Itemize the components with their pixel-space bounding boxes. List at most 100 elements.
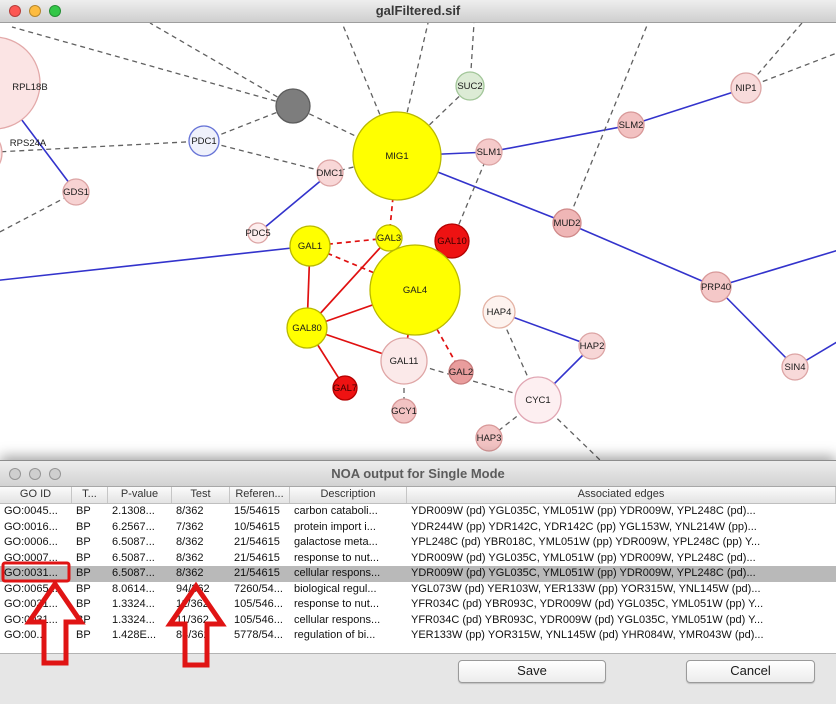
graph-node-dmc1[interactable]: DMC1 <box>316 159 344 187</box>
graph-edge[interactable] <box>414 289 462 373</box>
graph-node-gal10[interactable]: GAL10 <box>434 223 470 259</box>
table-cell: 1.3324... <box>112 598 155 610</box>
graph-node-gal11[interactable]: GAL11 <box>380 337 428 385</box>
graph-edge[interactable] <box>715 286 796 368</box>
graph-node-hap4[interactable]: HAP4 <box>482 295 516 329</box>
graph-edge[interactable] <box>11 26 294 107</box>
table-cell: 2.1308... <box>112 505 155 517</box>
graph-edge[interactable] <box>396 85 471 157</box>
table-cell: 8/362 <box>176 505 204 517</box>
graph-edge[interactable] <box>149 23 294 107</box>
graph-edge[interactable] <box>257 172 331 234</box>
table-cell: BP <box>76 551 91 564</box>
table-cell: YDR009W (pd) YGL035C, YML051W (pp) YDR00… <box>411 505 756 517</box>
zoom-button[interactable] <box>49 5 61 17</box>
graph-node-mud2[interactable]: MUD2 <box>552 208 582 238</box>
graph-edge[interactable] <box>292 105 398 157</box>
column-header[interactable]: Referen... <box>230 487 290 503</box>
column-header[interactable]: Test <box>172 487 230 503</box>
table-cell: biological regul... <box>294 582 377 595</box>
save-button[interactable]: Save <box>458 660 606 683</box>
graph-node-gal7[interactable]: GAL7 <box>332 375 358 401</box>
graph-node-gal1[interactable]: GAL1 <box>289 225 331 267</box>
noa-dialog-titlebar[interactable]: NOA output for Single Mode <box>0 461 836 487</box>
graph-node-pdc5[interactable]: PDC5 <box>245 222 271 244</box>
svg-text:SLM2: SLM2 <box>619 120 644 131</box>
graph-edge[interactable] <box>0 245 311 281</box>
column-header[interactable]: P-value <box>108 487 172 503</box>
graph-edge[interactable] <box>203 105 294 142</box>
svg-text:SUC2: SUC2 <box>457 81 482 92</box>
close-button[interactable] <box>9 5 21 17</box>
graph-edge[interactable] <box>341 23 398 157</box>
graph-edge[interactable] <box>203 140 331 174</box>
table-cell: GO:0007... <box>4 551 58 564</box>
graph-node-cyc1[interactable]: CYC1 <box>514 376 562 424</box>
table-cell: response to nut... <box>294 598 379 610</box>
graph-node-prp40[interactable]: PRP40 <box>700 271 732 303</box>
graph-node-hap2[interactable]: HAP2 <box>578 332 606 360</box>
graph-edge[interactable] <box>745 51 836 89</box>
column-header[interactable]: GO ID <box>0 487 72 503</box>
graph-node-gcy1[interactable]: GCY1 <box>391 398 417 424</box>
graph-node-rpl18b[interactable]: RPL18B <box>0 36 48 130</box>
table-cell: 10/54615 <box>234 520 280 533</box>
graph-edge[interactable] <box>630 87 747 126</box>
graph-node-sin4[interactable]: SIN4 <box>781 353 809 381</box>
graph-node-gal3[interactable]: GAL3 <box>375 224 403 252</box>
table-cell: 6.2567... <box>112 520 155 533</box>
table-cell: 11/362 <box>176 598 209 610</box>
cancel-button[interactable]: Cancel <box>686 660 815 683</box>
svg-text:HAP2: HAP2 <box>580 341 605 352</box>
graph-edge[interactable] <box>0 191 77 235</box>
graph-node-gal80[interactable]: GAL80 <box>286 307 328 349</box>
table-cell: BP <box>76 505 91 517</box>
graph-node-gal2[interactable]: GAL2 <box>448 359 474 385</box>
column-header[interactable]: Description <box>290 487 407 503</box>
network-window-titlebar[interactable]: galFiltered.sif <box>0 0 836 23</box>
graph-node-gray1[interactable] <box>275 88 311 124</box>
window-title: galFiltered.sif <box>375 3 461 18</box>
table-cell: YDR244W (pp) YDR142C, YDR142C (pp) YGL15… <box>411 520 757 533</box>
graph-edge[interactable] <box>388 155 398 239</box>
graph-edge[interactable] <box>0 140 205 153</box>
graph-edge[interactable] <box>488 124 632 153</box>
table-cell: BP <box>76 582 91 595</box>
svg-text:SIN4: SIN4 <box>784 362 805 373</box>
graph-node-nip1[interactable]: NIP1 <box>730 72 762 104</box>
dialog-minimize-button[interactable] <box>29 468 41 480</box>
graph-edge[interactable] <box>566 222 717 288</box>
dialog-zoom-button[interactable] <box>49 468 61 480</box>
column-header[interactable]: Associated edges <box>407 487 836 503</box>
graph-edge[interactable] <box>498 311 539 401</box>
dialog-close-button[interactable] <box>9 468 21 480</box>
graph-node-mig1[interactable]: MIG1 <box>352 111 442 201</box>
table-cell: 6.5087... <box>112 551 155 564</box>
table-cell: BP <box>76 567 91 579</box>
graph-node-gal4[interactable]: GAL4 <box>369 244 461 336</box>
minimize-button[interactable] <box>29 5 41 17</box>
graph-node-rps24a[interactable]: RPS24A <box>0 129 47 177</box>
graph-node-gds1[interactable]: GDS1 <box>62 178 90 206</box>
table-cell: YFR034C (pd) YBR093C, YDR009W (pd) YGL03… <box>411 613 764 626</box>
graph-node-hap3[interactable]: HAP3 <box>475 424 503 452</box>
graph-edge[interactable] <box>715 249 836 288</box>
graph-node-slm2[interactable]: SLM2 <box>617 111 645 139</box>
graph-node-suc2[interactable]: SUC2 <box>455 71 485 101</box>
graph-node-slm1[interactable]: SLM1 <box>475 138 503 166</box>
graph-edge[interactable] <box>451 151 490 242</box>
column-header[interactable]: T... <box>72 487 108 503</box>
graph-node-pdc1[interactable]: PDC1 <box>188 125 220 157</box>
